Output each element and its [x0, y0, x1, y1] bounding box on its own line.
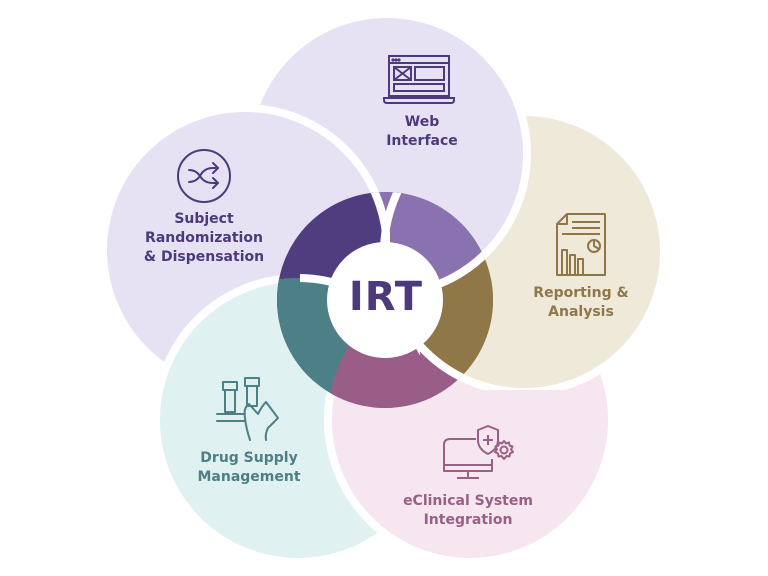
center-disc[interactable] [327, 242, 443, 358]
center-title: IRT [348, 274, 424, 320]
laptop-wireframe-icon [383, 55, 455, 104]
report-chart-document-icon [556, 213, 606, 276]
ring-segment-reporting [384, 192, 493, 390]
hand-holding-vials-icon [216, 377, 279, 441]
petal-label-eclinical: eClinical System Integration [403, 493, 533, 528]
petal-label-reporting: Reporting & Analysis [533, 285, 629, 320]
monitor-shield-gear-icon [443, 425, 514, 479]
petal-label-drug: Drug Supply Management [197, 450, 301, 485]
petal-label-web: Web Interface [386, 114, 458, 149]
shuffle-circle-icon [177, 149, 231, 203]
petal-label-subject: Subject Randomization & Dispensation [143, 211, 265, 265]
